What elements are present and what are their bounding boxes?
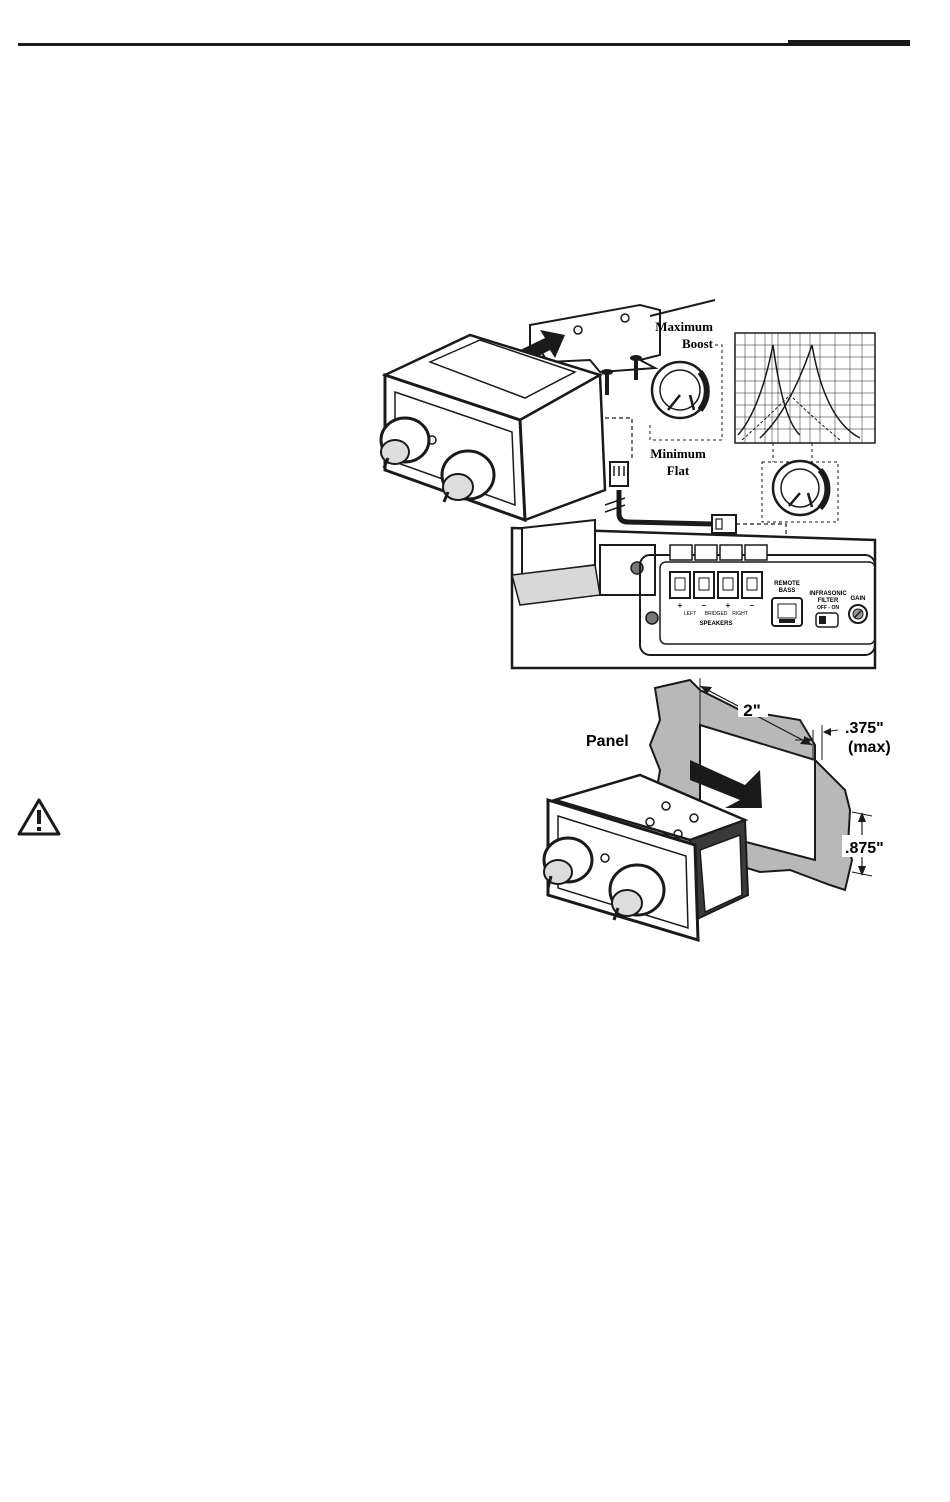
left-label: LEFT [684,611,696,617]
screw-icon [601,369,613,395]
warning-triangle-icon [16,797,62,837]
min-flat-label: Minimum [650,446,706,461]
bridged-label: BRIDGED [705,611,728,617]
infrasonic-filter-label: FILTER [818,598,839,604]
terminal-plus-label: + [726,601,731,610]
frequency-response-graph [735,333,875,462]
panel-label: Panel [586,733,629,750]
infrasonic-filter-label: INFRASONIC [809,591,847,597]
height-dimension: .875" [845,840,884,857]
remote-control-module [381,335,605,520]
right-label: RIGHT [732,611,748,617]
remote-bass-label: BASS [779,588,796,594]
max-boost-label: Maximum [655,319,713,334]
terminal-plus-label: + [678,601,683,610]
gain-label: GAIN [851,596,866,602]
remote-bass-label: REMOTE [774,581,800,587]
terminal-minus-label: – [750,601,755,610]
terminal-minus-label: – [702,601,707,610]
speakers-label: SPEAKERS [699,621,732,627]
thickness-max-note: (max) [848,739,891,756]
max-boost-label: Boost [682,336,714,351]
amplifier-panel: + – + – LEFT BRIDGED RIGHT SPEAKERS REMO… [512,520,875,668]
filter-knob-detail [762,461,838,522]
filter-switch-label: OFF - ON [817,605,839,611]
width-dimension: 2" [743,701,761,720]
min-flat-label: Flat [667,463,690,478]
thickness-dimension: .375" [845,720,884,737]
